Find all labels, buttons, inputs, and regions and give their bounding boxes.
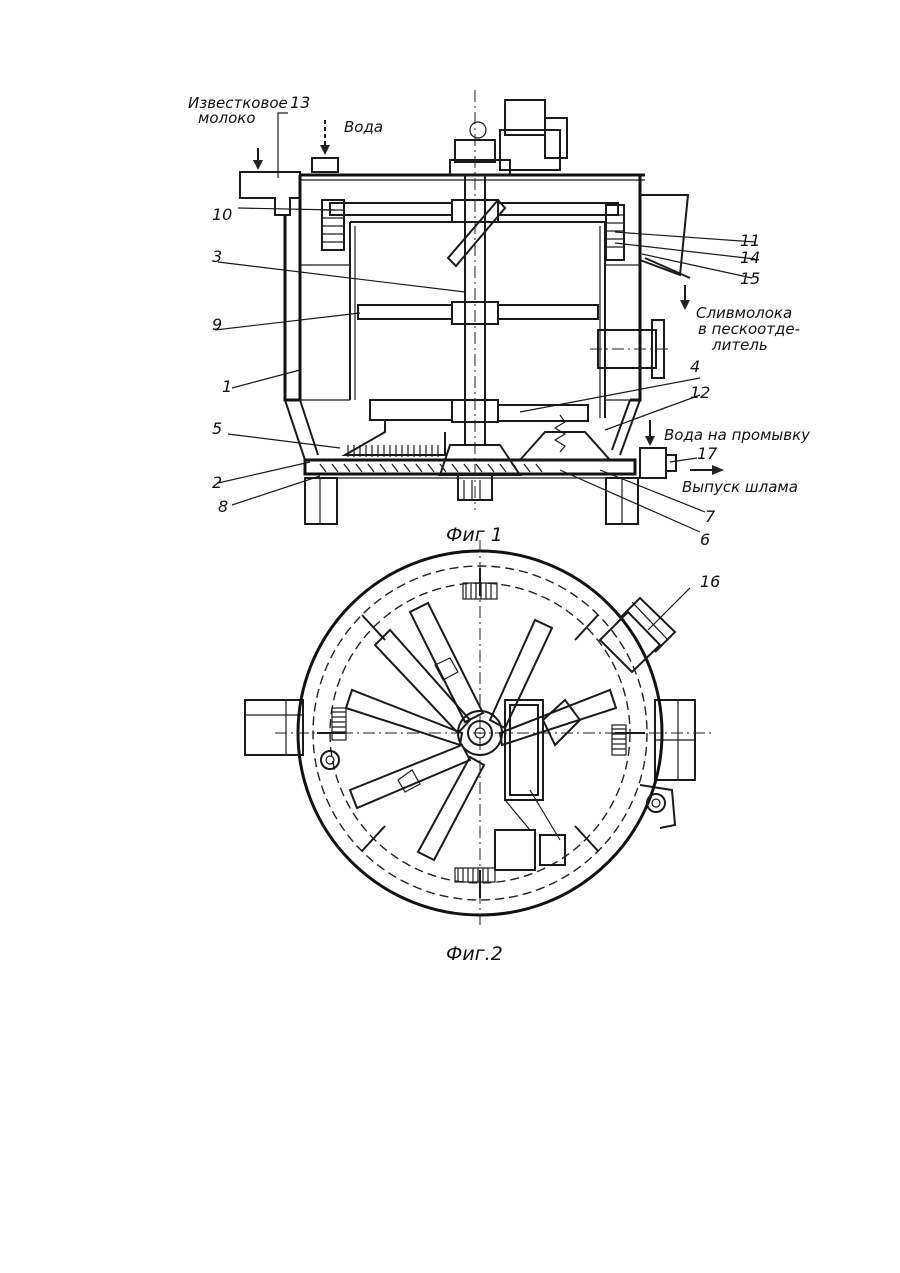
callout-4: 4 <box>690 357 700 376</box>
drive-motor <box>450 100 567 175</box>
callout-12: 12 <box>690 383 710 402</box>
callout-3: 3 <box>212 247 222 266</box>
callout-13: 13 <box>290 93 310 112</box>
figure-2-plan-view: 16 Фиг.2 <box>245 540 720 965</box>
figure-2-caption: Фиг.2 <box>446 943 503 965</box>
callout-10: 10 <box>212 205 232 224</box>
callout-16: 16 <box>700 572 720 591</box>
figure-1-section-view: Известковое молоко Вода Сливмолока в пес… <box>188 90 811 549</box>
milk-overflow-drain <box>640 195 690 310</box>
sludge-outlet-label: Выпуск шлама <box>682 478 798 496</box>
callout-17: 17 <box>697 444 718 463</box>
nozzle-16 <box>600 598 675 672</box>
callout-7: 7 <box>705 507 716 526</box>
callout-2: 2 <box>212 473 222 492</box>
inspection-ports <box>321 751 675 828</box>
callout-9: 9 <box>212 315 222 334</box>
side-chute-left <box>245 700 303 755</box>
lime-milk-inlet-chute <box>240 148 300 215</box>
callout-1: 1 <box>222 377 232 396</box>
callout-8: 8 <box>218 497 228 516</box>
callout-6: 6 <box>700 530 710 549</box>
callout-5: 5 <box>212 419 222 438</box>
leader-line-16 <box>648 588 690 630</box>
callout-15: 15 <box>740 269 760 288</box>
middle-agitator-arm <box>358 305 598 319</box>
water-inlet-pipe <box>312 120 338 172</box>
side-outlet-pipe <box>590 320 672 378</box>
figure-1-caption: Фиг 1 <box>446 524 503 546</box>
water-label: Вода <box>344 118 383 136</box>
rake-blades <box>346 603 616 860</box>
lime-milk-label-line2: молоко <box>198 109 256 127</box>
central-shaft <box>448 90 505 510</box>
callout-14: 14 <box>740 248 760 267</box>
bottom-rake-assembly <box>345 400 610 500</box>
drive-unit-plan <box>495 700 580 870</box>
drain-label-line3: литель <box>711 336 768 354</box>
wash-water-label: Вода на промывку <box>664 426 811 444</box>
